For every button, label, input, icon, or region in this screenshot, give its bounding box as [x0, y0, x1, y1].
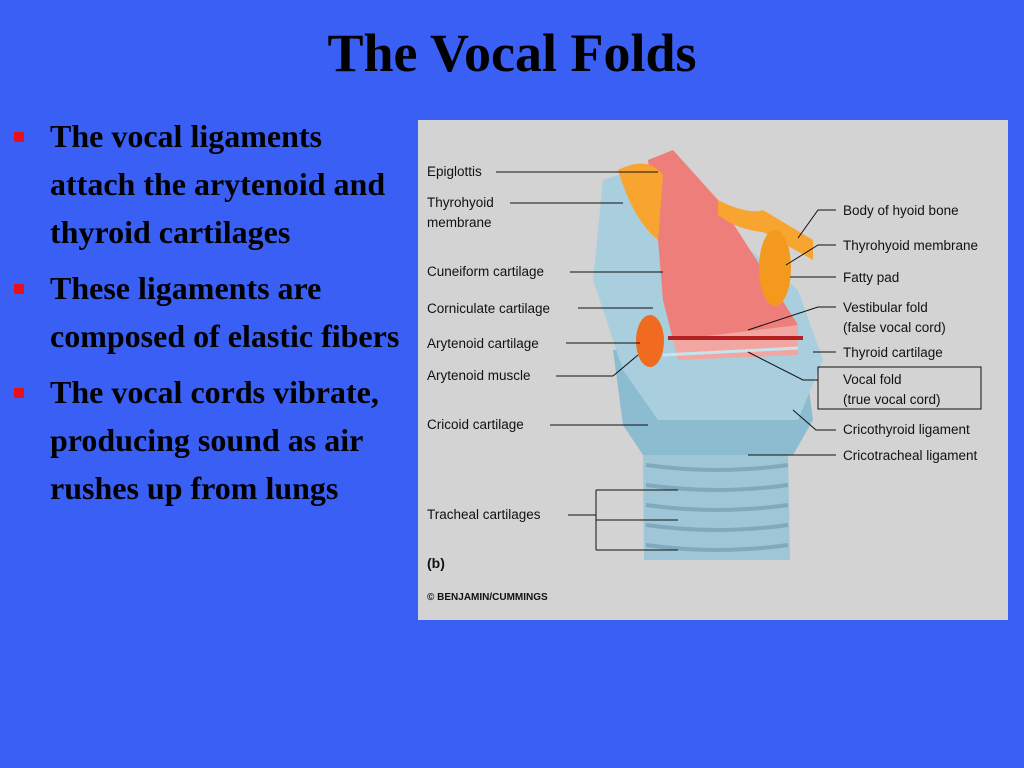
label-corniculate: Corniculate cartilage [427, 301, 550, 316]
larynx-illustration: Epiglottis Thyrohyoid membrane Cuneiform… [427, 150, 982, 603]
bullet-text: These ligaments are composed of elastic … [50, 270, 400, 354]
bullet-list: The vocal ligaments attach the arytenoid… [10, 112, 410, 520]
vocal-fold-callout-box [817, 366, 982, 410]
bullet-text: The vocal ligaments attach the arytenoid… [50, 118, 386, 250]
bullet-item: The vocal cords vibrate, producing sound… [10, 368, 410, 512]
bullet-item: These ligaments are composed of elastic … [10, 264, 410, 360]
bullet-text: The vocal cords vibrate, producing sound… [50, 374, 379, 506]
label-cricotracheal: Cricotracheal ligament [843, 448, 978, 463]
label-cuneiform: Cuneiform cartilage [427, 264, 544, 279]
bullet-square-icon [14, 388, 24, 398]
label-vestibular-line2: (false vocal cord) [843, 320, 946, 335]
leader-lines [496, 171, 836, 551]
label-arytenoid-muscle: Arytenoid muscle [427, 368, 531, 383]
slide-title: The Vocal Folds [327, 23, 697, 83]
label-arytenoid-cartilage: Arytenoid cartilage [427, 336, 539, 351]
label-thyrohyoid-line2: membrane [427, 215, 492, 230]
label-cricoid: Cricoid cartilage [427, 417, 524, 432]
larynx-figure: Epiglottis Thyrohyoid membrane Cuneiform… [418, 120, 1008, 620]
larynx-anatomy-drawing [593, 150, 823, 560]
panel-label: (b) [427, 555, 445, 571]
label-thyrohyoid-line1: Thyrohyoid [427, 195, 494, 210]
label-cricothyroid: Cricothyroid ligament [843, 422, 970, 437]
label-vocal-fold-line1: Vocal fold [843, 372, 902, 387]
figure-credit: © BENJAMIN/CUMMINGS [427, 592, 548, 603]
label-vocal-fold-line2: (true vocal cord) [843, 392, 941, 407]
label-epiglottis: Epiglottis [427, 164, 482, 179]
label-fatty-pad: Fatty pad [843, 270, 899, 285]
label-hyoid: Body of hyoid bone [843, 203, 959, 218]
label-thyroid: Thyroid cartilage [843, 345, 943, 360]
bullet-item: The vocal ligaments attach the arytenoid… [10, 112, 410, 256]
label-thyrohyoid-membrane: Thyrohyoid membrane [843, 238, 978, 253]
bullet-square-icon [14, 132, 24, 142]
bullet-square-icon [14, 284, 24, 294]
label-vestibular-line1: Vestibular fold [843, 300, 928, 315]
label-tracheal: Tracheal cartilages [427, 507, 541, 522]
